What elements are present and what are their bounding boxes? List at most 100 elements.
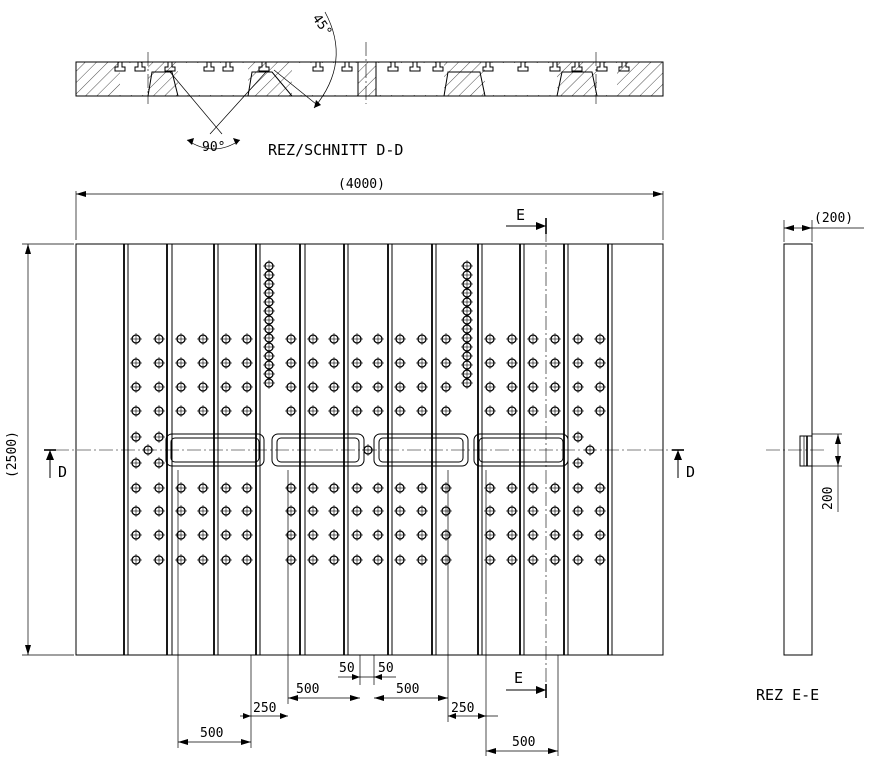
hole	[174, 553, 188, 567]
hole	[593, 380, 607, 394]
hole	[571, 356, 585, 370]
hole	[548, 404, 562, 418]
hole	[371, 380, 385, 394]
hole	[306, 553, 320, 567]
hole	[505, 404, 519, 418]
hole	[439, 553, 453, 567]
hole	[415, 504, 429, 518]
hole	[483, 332, 497, 346]
hole	[219, 332, 233, 346]
hole	[196, 504, 210, 518]
hole	[174, 404, 188, 418]
section-dd-view: 90° 45° REZ/SCHNITT D-D	[75, 11, 664, 159]
hole	[439, 481, 453, 495]
hole	[548, 553, 562, 567]
cut-marker-e-bottom: E	[506, 669, 547, 698]
hole	[129, 528, 143, 542]
hole	[219, 553, 233, 567]
hole	[593, 481, 607, 495]
hole	[306, 528, 320, 542]
hole	[129, 553, 143, 567]
hole	[219, 481, 233, 495]
dim-500-inner-left: 500	[296, 682, 319, 697]
bottom-dimensions: 50 50 500 500 250 250 500 500	[177, 470, 559, 756]
hole	[439, 332, 453, 346]
hole	[350, 404, 364, 418]
hole	[505, 356, 519, 370]
hole	[327, 404, 341, 418]
hole	[350, 528, 364, 542]
hole	[350, 504, 364, 518]
hole	[219, 380, 233, 394]
hole	[526, 356, 540, 370]
hole	[505, 504, 519, 518]
hole	[174, 481, 188, 495]
hole	[129, 456, 143, 470]
hole	[371, 332, 385, 346]
hole	[505, 528, 519, 542]
hole	[284, 528, 298, 542]
section-dd-title: REZ/SCHNITT D-D	[268, 141, 403, 159]
hole	[196, 332, 210, 346]
hole	[371, 404, 385, 418]
hole	[439, 528, 453, 542]
hole	[196, 356, 210, 370]
dim-50-right: 50	[378, 661, 394, 676]
hole	[371, 553, 385, 567]
hole	[284, 504, 298, 518]
dim-500-inner-right: 500	[396, 682, 419, 697]
hole	[152, 528, 166, 542]
hole	[152, 332, 166, 346]
hole	[219, 404, 233, 418]
hole	[415, 356, 429, 370]
dim-250-left: 250	[253, 701, 276, 716]
hole	[548, 481, 562, 495]
hole	[129, 356, 143, 370]
hole	[439, 504, 453, 518]
hole	[152, 504, 166, 518]
hole	[152, 404, 166, 418]
hole	[393, 404, 407, 418]
hole	[526, 553, 540, 567]
hole	[327, 528, 341, 542]
hole	[350, 356, 364, 370]
section-ee-slot-dim: 200	[821, 487, 836, 510]
hole	[327, 553, 341, 567]
hole	[526, 504, 540, 518]
hole	[152, 553, 166, 567]
hole	[174, 356, 188, 370]
hole	[152, 430, 166, 444]
hole	[196, 481, 210, 495]
hole	[571, 528, 585, 542]
hole	[415, 404, 429, 418]
hole	[548, 380, 562, 394]
hole	[350, 481, 364, 495]
hole	[460, 376, 474, 390]
dim-250-right: 250	[451, 701, 474, 716]
hole	[284, 380, 298, 394]
hole	[505, 332, 519, 346]
hole	[593, 504, 607, 518]
hole	[350, 553, 364, 567]
hole	[439, 380, 453, 394]
hole	[152, 456, 166, 470]
height-dim-label: (2500)	[5, 431, 20, 478]
hole	[593, 404, 607, 418]
hole	[583, 443, 597, 457]
hole	[393, 553, 407, 567]
hole	[152, 481, 166, 495]
hole	[129, 404, 143, 418]
plan-view: (4000) (2500)	[5, 177, 695, 698]
angle-45-arc	[313, 11, 337, 109]
hole	[284, 404, 298, 418]
hole	[439, 356, 453, 370]
hole	[505, 553, 519, 567]
hole	[129, 430, 143, 444]
tslot-lines	[123, 244, 613, 655]
hole	[393, 356, 407, 370]
hole	[393, 528, 407, 542]
svg-text:E: E	[516, 206, 525, 224]
hole	[174, 504, 188, 518]
dim-500-outer-left: 500	[200, 726, 223, 741]
